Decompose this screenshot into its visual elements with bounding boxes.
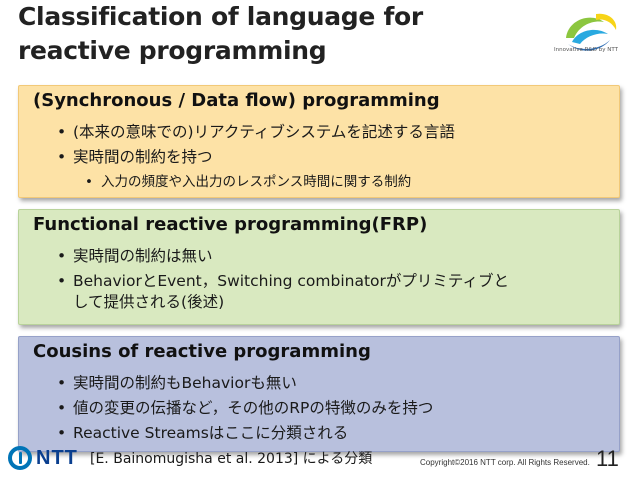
slide-title-line1: Classification of language for (18, 2, 423, 31)
bullet-list: 実時間の制約もBehaviorも無い 値の変更の伝播など，その他のRPの特徴のみ… (57, 371, 607, 446)
bullet-item: (本来の意味での)リアクティブシステムを記述する言語 (57, 120, 607, 145)
section-title: Functional reactive programming(FRP) (33, 214, 428, 235)
innovative-rd-logo-icon (566, 13, 617, 51)
bullet-item: 実時間の制約は無い (57, 244, 607, 269)
bullet-item: Reactive Streamsはここに分類される (57, 421, 607, 446)
slide-title: Classification of language for reactive … (18, 0, 488, 68)
section-title: (Synchronous / Data flow) programming (33, 90, 440, 111)
copyright: Copyright©2016 NTT corp. All Rights Rese… (420, 458, 590, 467)
section-cousins: Cousins of reactive programming 実時間の制約もB… (18, 336, 620, 452)
ntt-logo-icon (8, 446, 32, 470)
citation: [E. Bainomugisha et al. 2013] による分類 (90, 451, 373, 467)
bullet-list: 実時間の制約は無い BehaviorとEvent，Switching combi… (57, 244, 607, 313)
slide-title-line2: reactive programming (18, 36, 327, 65)
section-synchronous: (Synchronous / Data flow) programming (本… (18, 85, 620, 198)
bullet-item: 実時間の制約もBehaviorも無い (57, 371, 607, 396)
ntt-logo: NTT (8, 446, 86, 474)
sub-bullet-item: 入力の頻度や入出力のレスポンス時間に関する制約 (57, 170, 607, 195)
bullet-list: (本来の意味での)リアクティブシステムを記述する言語 実時間の制約を持つ 入力の… (57, 120, 607, 195)
bullet-item: 値の変更の伝播など，その他のRPの特徴のみを持つ (57, 396, 607, 421)
logo-tagline: Innovative R&D by NTT (554, 47, 618, 53)
section-title: Cousins of reactive programming (33, 341, 371, 362)
page-number: 11 (596, 446, 619, 471)
bullet-item: 実時間の制約を持つ (57, 145, 607, 170)
bullet-line: して提供される(後述) (73, 293, 225, 311)
bullet-item: BehaviorとEvent，Switching combinatorがプリミテ… (57, 271, 607, 313)
ntt-brand-text: NTT (36, 447, 78, 469)
bullet-line: BehaviorとEvent，Switching combinatorがプリミテ… (73, 272, 509, 290)
section-frp: Functional reactive programming(FRP) 実時間… (18, 209, 620, 325)
